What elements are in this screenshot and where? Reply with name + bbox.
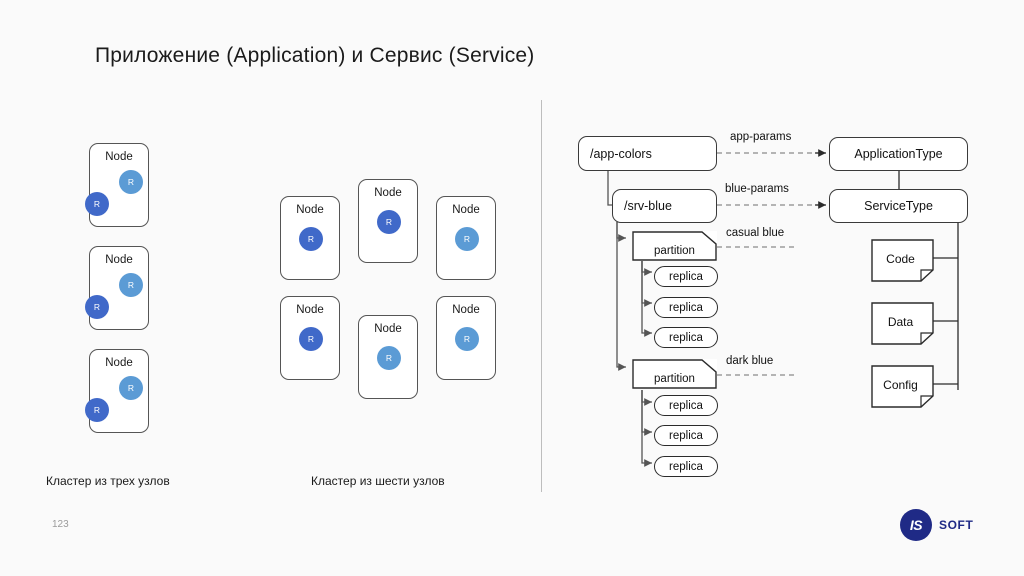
node-card[interactable]: Node R [436,196,496,280]
tree-node-partition[interactable]: partition [632,359,717,389]
partition-label: partition [654,373,695,385]
node-label: Node [105,254,133,266]
tree-node-application-type[interactable]: ApplicationType [829,137,968,171]
srv-blue-label: /srv-blue [624,199,672,213]
node-card[interactable]: Node R R [85,143,149,227]
node-label: Node [296,204,324,216]
node-label: Node [452,204,480,216]
replica-pill[interactable]: replica [654,456,718,477]
replica-pill[interactable]: replica [654,297,718,318]
artifact-box-config[interactable]: Config [871,365,934,408]
partition-shape-icon [632,231,717,261]
tree-node-service-type[interactable]: ServiceType [829,189,968,223]
artifact-box-data[interactable]: Data [871,302,934,345]
node-label: Node [374,187,402,199]
replica-dot-light: R [119,273,143,297]
node-label: Node [105,357,133,369]
logo-wordmark: SOFT [939,518,974,532]
replica-pill[interactable]: replica [654,327,718,348]
edge-label-blue-params: blue-params [725,183,789,195]
replica-dot-dark: R [85,398,109,422]
artifact-label: Data [887,314,914,329]
partition-shape-icon [632,359,717,389]
replica-label: replica [669,429,703,442]
service-type-label: ServiceType [864,199,933,213]
replica-pill[interactable]: replica [654,395,718,416]
replica-dot-light: R [377,346,401,370]
document-shape-icon [871,365,934,408]
replica-label: replica [669,270,703,283]
tree-node-partition[interactable]: partition [632,231,717,261]
replica-dot-light: R [455,227,479,251]
replica-dot-light: R [119,376,143,400]
replica-label: replica [669,331,703,344]
node-card[interactable]: Node R [280,296,340,380]
node-label: Node [374,323,402,335]
cluster-caption-six: Кластер из шести узлов [311,474,445,488]
replica-label: replica [669,301,703,314]
artifact-label: Config [883,377,918,392]
page-number: 123 [52,519,69,530]
node-card[interactable]: Node R [436,296,496,380]
tree-node-srv-blue[interactable]: /srv-blue [612,189,717,223]
artifact-box-code[interactable]: Code [871,239,934,282]
replica-dot-light: R [455,327,479,351]
replica-dot-dark: R [85,295,109,319]
replica-dot-dark: R [377,210,401,234]
node-card[interactable]: Node R R [85,349,149,433]
application-type-label: ApplicationType [854,147,943,161]
vertical-divider [541,100,542,492]
logo-mark-icon: IS [900,509,932,541]
node-label: Node [296,304,324,316]
replica-pill[interactable]: replica [654,266,718,287]
document-shape-icon [871,302,934,345]
brand-logo: IS SOFT [900,509,973,541]
replica-dot-dark: R [299,327,323,351]
edge-label-dark-blue: dark blue [726,355,774,367]
app-colors-label: /app-colors [590,146,652,161]
node-label: Node [105,151,133,163]
replica-dot-light: R [119,170,143,194]
edge-label-app-params: app-params [730,131,792,143]
cluster-caption-three: Кластер из трех узлов [46,474,170,488]
node-card[interactable]: Node R [280,196,340,280]
node-label: Node [452,304,480,316]
artifact-label: Code [886,251,915,266]
replica-pill[interactable]: replica [654,425,718,446]
node-card[interactable]: Node R [358,179,418,263]
replica-label: replica [669,460,703,473]
replica-label: replica [669,399,703,412]
edge-label-casual-blue: casual blue [726,227,785,239]
document-shape-icon [871,239,934,282]
node-card[interactable]: Node R R [85,246,149,330]
node-card[interactable]: Node R [358,315,418,399]
replica-dot-dark: R [299,227,323,251]
tree-node-app-colors[interactable]: /app-colors [578,136,717,171]
partition-label: partition [654,245,695,257]
page-title: Приложение (Application) и Сервис (Servi… [95,44,535,67]
replica-dot-dark: R [85,192,109,216]
